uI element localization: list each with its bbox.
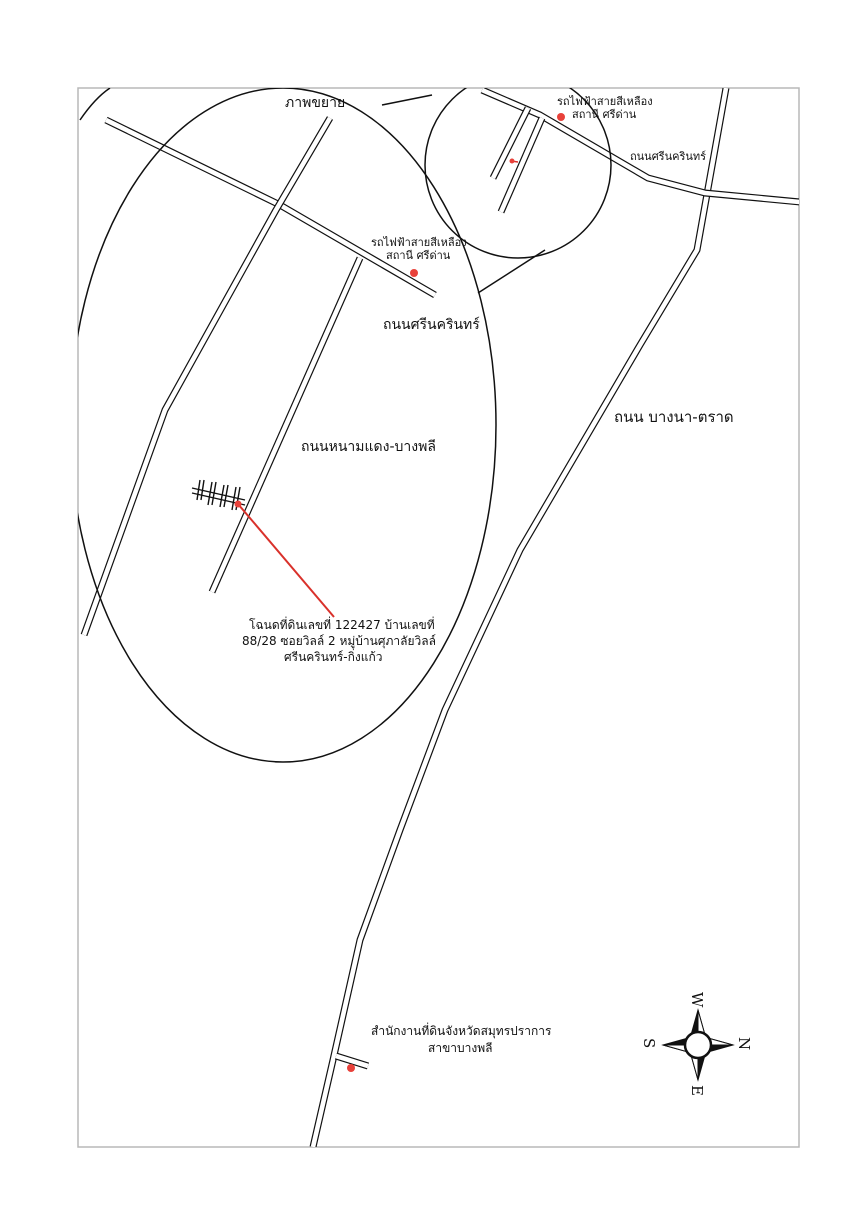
compass-south: S: [640, 1038, 658, 1048]
connector-line: [381, 94, 433, 106]
bangna-trat-label: ถนน บางนา-ตราด: [614, 408, 734, 426]
zoom-ellipse: [78, 88, 497, 763]
srinakarin-road-inset: [480, 88, 799, 206]
property-label-line3: ศรีนครินทร์-กิ่งแก้ว: [284, 648, 383, 664]
compass-east: E: [688, 1085, 706, 1096]
property-marker: [234, 500, 242, 508]
land-office-label-line1: สำนักงานที่ดินจังหวัดสมุทรปราการ: [371, 1022, 552, 1039]
land-office-marker: [347, 1064, 355, 1072]
map-frame: [77, 87, 800, 1148]
compass-west: W: [688, 992, 706, 1008]
property-pointer-line: [237, 503, 335, 618]
compass-rose: W N S E: [640, 992, 753, 1096]
srinakarin-label-inset: ถนนศรีนครินทร์: [630, 150, 706, 163]
zoom-label: ภาพขยาย: [285, 95, 345, 111]
left-long-road: [80, 116, 334, 637]
village-cluster: [191, 479, 246, 511]
compass-north: N: [735, 1037, 753, 1050]
inset-circle: [424, 88, 612, 259]
connector-line: [477, 249, 546, 294]
srinakarin-road-main: [104, 116, 437, 299]
nongmaidaeng-road: [208, 256, 364, 594]
top-left-arc: [79, 88, 111, 121]
land-office-side-road: [334, 1052, 370, 1070]
property-label-line1: โฉนดที่ดินเลขที่ 122427 บ้านเลขที่: [249, 616, 435, 632]
station-label-inset-line1: รถไฟฟ้าสายสีเหลือง: [557, 95, 653, 108]
srinakarin-label-main: ถนนศรีนครินทร์: [383, 316, 480, 333]
station-marker-inset: [557, 113, 565, 121]
land-office-label-line2: สาขาบางพลี: [428, 1041, 492, 1055]
station-label-main-line1: รถไฟฟ้าสายสีเหลือง: [371, 236, 467, 249]
station-marker-main: [410, 269, 418, 277]
property-label-line2: 88/28 ซอยวิลล์ 2 หมู่บ้านศุภาลัยวิลล์: [242, 634, 436, 649]
station-label-inset-line2: สถานี ศรีด่าน: [572, 108, 637, 121]
nongmaidaeng-label: ถนนหนามแดง-บางพลี: [301, 439, 436, 455]
compass-arrow-icon: [661, 1008, 735, 1082]
inset-side-road: [489, 106, 546, 214]
compass-center-icon: [683, 1030, 713, 1060]
station-dot-small: [509, 158, 515, 164]
station-label-main-line2: สถานี ศรีด่าน: [386, 249, 451, 262]
bangna-trat-road: [309, 88, 730, 1147]
